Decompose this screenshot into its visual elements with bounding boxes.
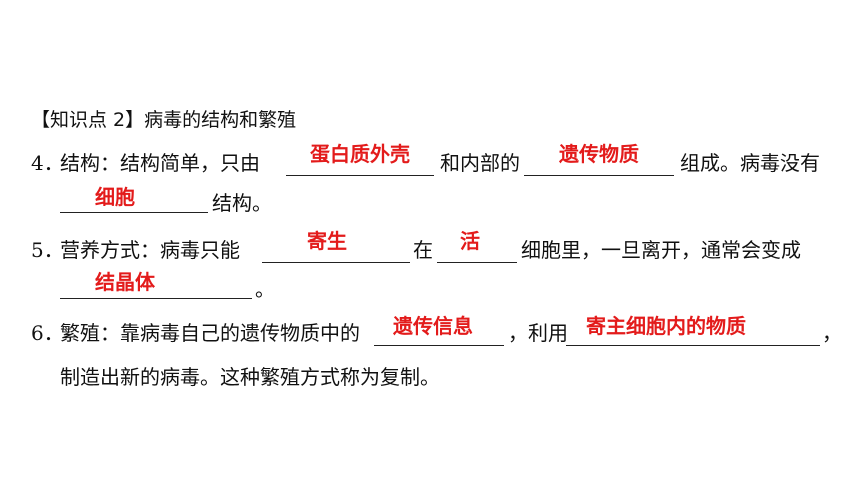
question-4-text-2: 和内部的 — [440, 151, 520, 175]
question-5-text-4: 。 — [255, 277, 275, 301]
question-6-text-3: ， — [822, 321, 842, 345]
question-5-answer-2: 活 — [460, 229, 480, 253]
question-4-text-4: 结构。 — [212, 191, 272, 215]
question-6-text-4: 制造出新的病毒。这种繁殖方式称为复制。 — [60, 365, 440, 389]
question-6-answer-2: 寄主细胞内的物质 — [586, 314, 746, 338]
question-5-blank-1[interactable] — [262, 262, 410, 263]
question-6-text-2: ，利用 — [508, 321, 568, 345]
question-4-answer-1: 蛋白质外壳 — [310, 142, 410, 166]
question-4-text-1: 结构：结构简单，只由 — [60, 151, 260, 175]
question-5-text-3: 细胞里，一旦离开，通常会变成 — [521, 238, 801, 262]
question-4-blank-2[interactable] — [524, 175, 674, 176]
question-4-number: 4． — [31, 151, 64, 175]
question-6-answer-1: 遗传信息 — [393, 314, 473, 338]
question-4-answer-2: 遗传物质 — [559, 142, 639, 166]
question-5-number: 5． — [31, 238, 64, 262]
question-6-number: 6． — [31, 321, 64, 345]
question-5-answer-3: 结晶体 — [95, 270, 155, 294]
question-5-text-1: 营养方式：病毒只能 — [60, 238, 240, 262]
question-5-blank-2[interactable] — [437, 262, 517, 263]
question-4-blank-3[interactable] — [60, 212, 208, 213]
question-4-answer-3: 细胞 — [95, 185, 135, 209]
section-heading: 【知识点 2】病毒的结构和繁殖 — [31, 109, 297, 131]
question-5-answer-1: 寄生 — [307, 229, 347, 253]
question-4-text-3: 组成。病毒没有 — [680, 151, 820, 175]
question-6-text-1: 繁殖：靠病毒自己的遗传物质中的 — [60, 321, 360, 345]
question-6-blank-2[interactable] — [566, 345, 820, 346]
question-5-blank-3[interactable] — [60, 298, 252, 299]
question-6-blank-1[interactable] — [374, 345, 504, 346]
question-5-text-2: 在 — [413, 238, 433, 262]
question-4-blank-1[interactable] — [286, 175, 434, 176]
